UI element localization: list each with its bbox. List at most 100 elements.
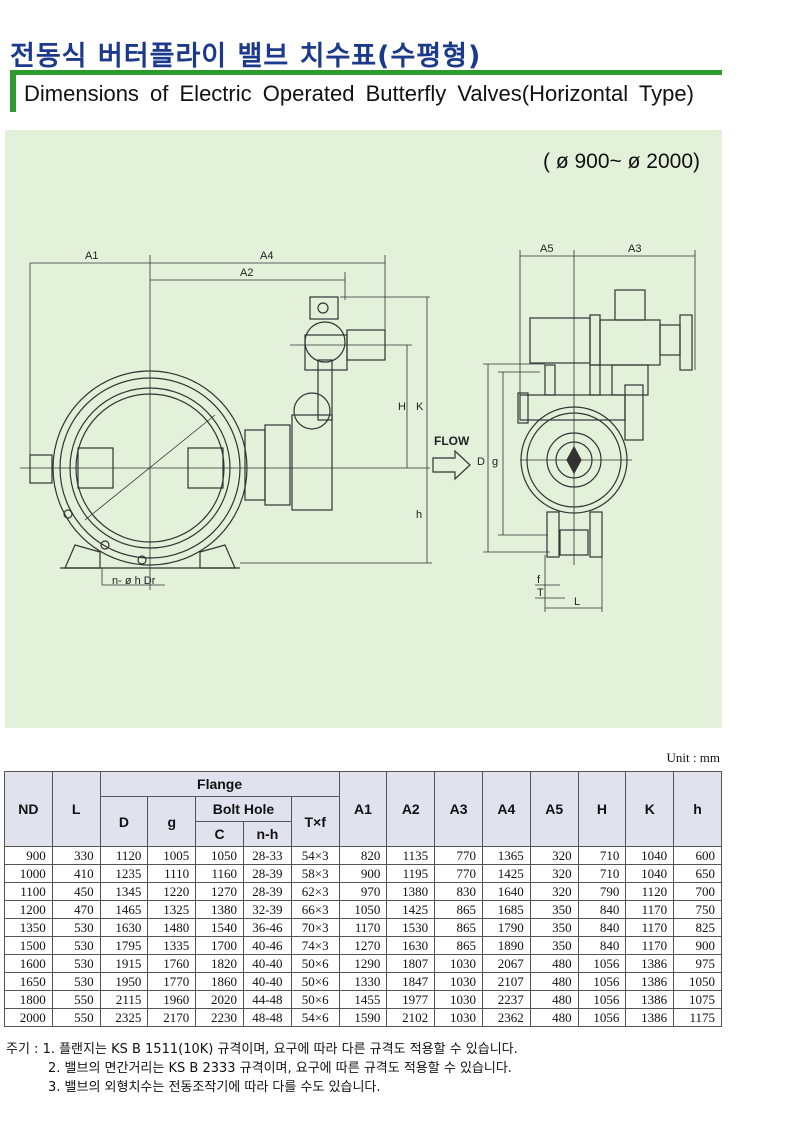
table-cell: 1540 [195, 918, 244, 937]
label-a2: A2 [240, 267, 253, 279]
table-cell: 1050 [673, 972, 722, 991]
table-cell: 1860 [195, 972, 244, 991]
table-cell: 1160 [195, 864, 244, 883]
table-cell: 66×3 [290, 900, 340, 919]
table-cell: 710 [577, 864, 627, 883]
table-cell: 1380 [386, 882, 436, 901]
label-f: f [537, 574, 541, 586]
table-cell: 1386 [625, 954, 675, 973]
table-cell: 32-39 [242, 900, 292, 919]
label-d: D [477, 456, 485, 468]
col-a1: A1 [338, 771, 388, 847]
table-cell: 1030 [434, 972, 483, 991]
table-cell: 530 [51, 954, 101, 973]
table-cell: 865 [434, 936, 483, 955]
table-cell: 1425 [386, 900, 436, 919]
note-1: 주기 : 1. 플랜지는 KS B 1511(10K) 규격이며, 요구에 따라… [6, 1042, 518, 1057]
table-cell: 1110 [147, 864, 197, 883]
col-l: L [51, 771, 101, 847]
note-3: 3. 밸브의 외형치수는 전동조작기에 따라 다를 수도 있습니다. [48, 1080, 381, 1095]
table-cell: 840 [577, 918, 627, 937]
table-cell: 1170 [625, 900, 675, 919]
table-cell: 1345 [99, 882, 149, 901]
front-view [20, 255, 430, 590]
table-cell: 1590 [338, 1008, 388, 1027]
table-cell: 470 [51, 900, 101, 919]
table-cell: 1270 [338, 936, 388, 955]
label-g: g [492, 456, 498, 468]
table-cell: 1630 [99, 918, 149, 937]
table-cell: 1807 [386, 954, 436, 973]
table-cell: 530 [51, 918, 101, 937]
table-cell: 1000 [4, 864, 53, 883]
table-cell: 530 [51, 936, 101, 955]
side-dimensions [483, 250, 696, 612]
table-cell: 1170 [625, 918, 675, 937]
notes: 주기 : 1. 플랜지는 KS B 1511(10K) 규격이며, 요구에 따라… [6, 1040, 518, 1097]
table-cell: 350 [529, 900, 579, 919]
table-cell: 1050 [195, 846, 244, 865]
table-cell: 970 [338, 882, 388, 901]
table-cell: 350 [529, 936, 579, 955]
table-cell: 54×6 [290, 1008, 340, 1027]
table-cell: 48-48 [242, 1008, 292, 1027]
table-cell: 450 [51, 882, 101, 901]
table-cell: 1455 [338, 990, 388, 1009]
table-cell: 480 [529, 954, 579, 973]
col-a3: A3 [434, 771, 483, 847]
table-cell: 1685 [481, 900, 531, 919]
table-cell: 1365 [481, 846, 531, 865]
table-cell: 62×3 [290, 882, 340, 901]
table-cell: 1330 [338, 972, 388, 991]
table-cell: 480 [529, 972, 579, 991]
table-cell: 975 [673, 954, 722, 973]
table-cell: 1890 [481, 936, 531, 955]
table-cell: 28-33 [242, 846, 292, 865]
col-nd: ND [4, 771, 53, 847]
table-cell: 1030 [434, 954, 483, 973]
table-cell: 1040 [625, 846, 675, 865]
table-cell: 1600 [4, 954, 53, 973]
col-a2: A2 [386, 771, 436, 847]
label-bolt: n- ø h Dr [112, 575, 156, 587]
table-cell: 50×6 [290, 954, 340, 973]
dimensions-table: ND L Flange A1 A2 A3 A4 A5 H K h D g Bol… [4, 771, 722, 1027]
flow-arrow [432, 449, 471, 481]
table-cell: 2237 [481, 990, 531, 1009]
col-d: D [99, 796, 149, 847]
table-cell: 1056 [577, 990, 627, 1009]
page-title-english: Dimensions of Electric Operated Butterfl… [24, 81, 694, 106]
table-cell: 790 [577, 882, 627, 901]
table-cell: 330 [51, 846, 101, 865]
table-cell: 1640 [481, 882, 531, 901]
col-c: C [195, 821, 244, 847]
table-cell: 1350 [4, 918, 53, 937]
table-cell: 530 [51, 972, 101, 991]
table-cell: 1820 [195, 954, 244, 973]
table-cell: 1270 [195, 882, 244, 901]
table-cell: 2325 [99, 1008, 149, 1027]
table-cell: 36-46 [242, 918, 292, 937]
table-cell: 54×3 [290, 846, 340, 865]
label-l: L [574, 596, 580, 608]
col-H: H [577, 771, 627, 847]
table-cell: 1795 [99, 936, 149, 955]
table-cell: 320 [529, 882, 579, 901]
table-cell: 1800 [4, 990, 53, 1009]
label-flow: FLOW [434, 434, 470, 448]
table-cell: 1325 [147, 900, 197, 919]
table-cell: 1630 [386, 936, 436, 955]
table-cell: 900 [4, 846, 53, 865]
table-cell: 50×6 [290, 990, 340, 1009]
table-cell: 770 [434, 864, 483, 883]
table-cell: 480 [529, 1008, 579, 1027]
table-cell: 1195 [386, 864, 436, 883]
title-divider [10, 70, 722, 75]
table-cell: 2230 [195, 1008, 244, 1027]
table-cell: 1950 [99, 972, 149, 991]
table-cell: 1120 [99, 846, 149, 865]
table-cell: 900 [673, 936, 722, 955]
